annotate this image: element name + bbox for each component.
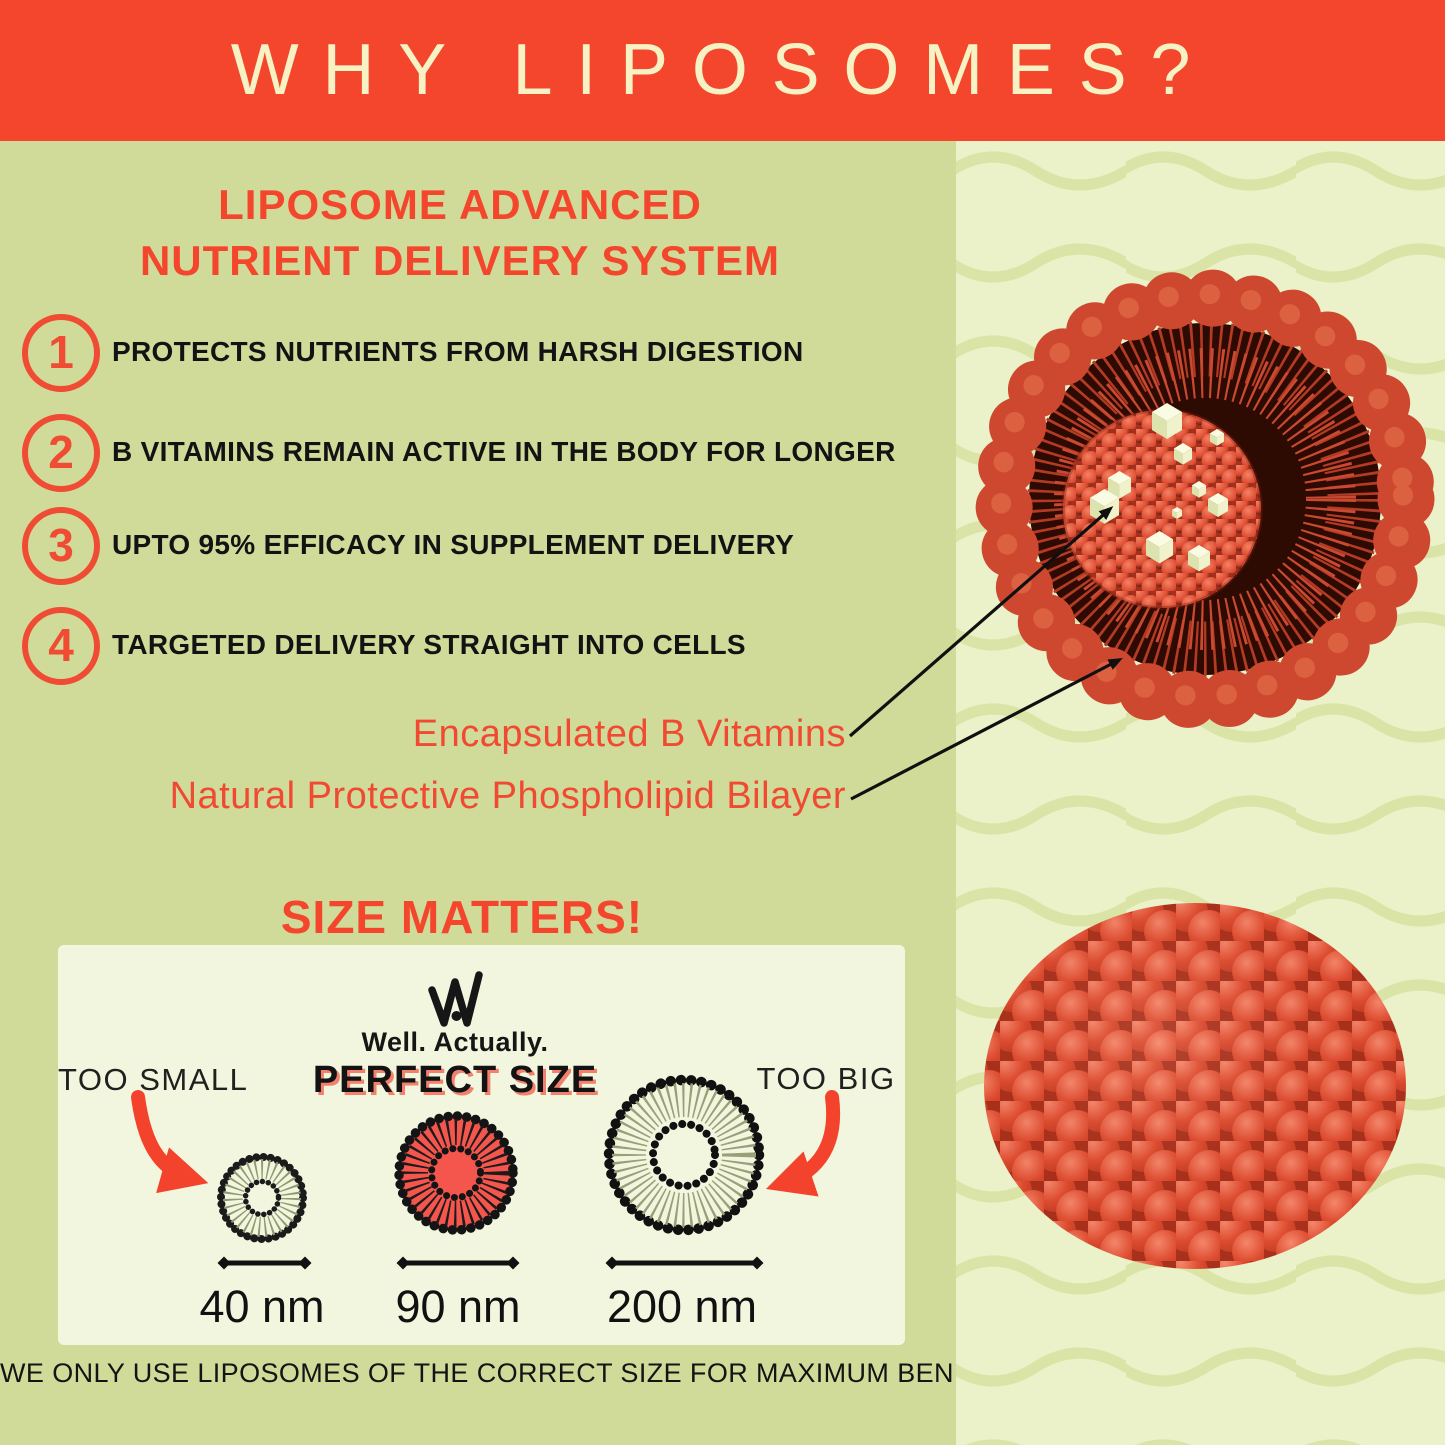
size-label-200nm: 200 nm — [606, 1281, 758, 1332]
benefit-text-4: TARGETED DELIVERY STRAIGHT INTO CELLS — [112, 629, 746, 660]
liposome-diagram-90nm — [394, 1111, 518, 1235]
size-matters-heading: SIZE MATTERS! — [280, 891, 644, 943]
benefit-text-3: UPTO 95% EFFICACY IN SUPPLEMENT DELIVERY — [112, 529, 795, 560]
brand-name: Well. Actually. — [361, 1027, 549, 1057]
intro-title-line1: LIPOSOME ADVANCED — [218, 181, 702, 228]
benefit-number-2: 2 — [22, 414, 100, 492]
liposome-illustration-panel — [956, 141, 1445, 1445]
intro-title-line2: NUTRIENT DELIVERY SYSTEM — [139, 237, 781, 284]
benefit-number-1: 1 — [22, 314, 100, 392]
liposome-sphere-illustration — [984, 903, 1406, 1269]
benefit-text-1: PROTECTS NUTRIENTS FROM HARSH DIGESTION — [112, 336, 804, 367]
too-big-label: TOO BIG — [756, 1061, 896, 1096]
label-encapsulated-b-vitamins: Encapsulated B Vitamins — [412, 713, 846, 755]
liposome-cutaway-illustration — [975, 269, 1435, 729]
too-small-label: TOO SMALL — [58, 1062, 249, 1097]
perfect-size-label: PERFECT SIZE — [312, 1059, 598, 1101]
size-comparison-box: Well. Actually. PERFECT SIZE TOO SMALL T… — [58, 945, 905, 1345]
footer-note: WE ONLY USE LIPOSOMES OF THE CORRECT SIZ… — [0, 1358, 1033, 1388]
too-big-arrow — [765, 1090, 841, 1197]
too-small-arrow — [131, 1090, 209, 1194]
liposome-diagram-200nm — [603, 1074, 765, 1236]
liposome-diagram-40nm — [217, 1153, 307, 1243]
size-label-90nm: 90 nm — [395, 1281, 521, 1332]
benefit-text-2: B VITAMINS REMAIN ACTIVE IN THE BODY FOR… — [112, 436, 896, 467]
size-diagram-artwork — [131, 1074, 841, 1270]
page-title: WHY LIPOSOMES? — [230, 30, 1215, 110]
well-actually-logo-icon — [428, 971, 483, 1027]
size-label-40nm: 40 nm — [199, 1281, 325, 1332]
label-phospholipid-bilayer: Natural Protective Phospholipid Bilayer — [169, 775, 846, 817]
benefit-number-3: 3 — [22, 507, 100, 585]
benefit-number-4: 4 — [22, 607, 100, 685]
banner: WHY LIPOSOMES? — [0, 0, 1445, 141]
